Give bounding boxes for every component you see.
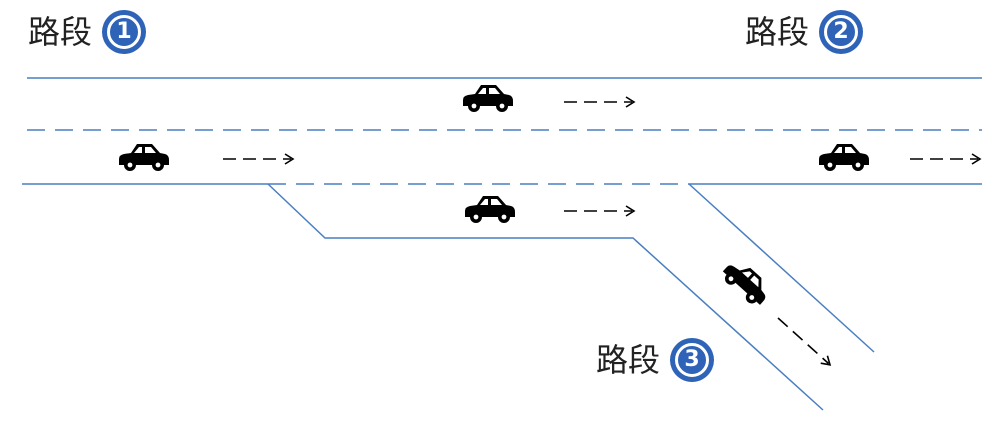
car-icon <box>463 85 513 112</box>
dashed-arrow-icon <box>222 153 294 165</box>
segment-label-text: 路段 <box>28 13 93 51</box>
circled-number-icon: 3 <box>670 338 715 382</box>
circled-number-icon: 2 <box>819 10 864 54</box>
segment-label-text: 路段 <box>745 13 810 51</box>
car-icon <box>119 144 169 171</box>
car-icon <box>718 255 775 310</box>
segment-label-3: 路段 3 <box>596 338 715 382</box>
auxiliary-lane-outer-edge <box>267 183 824 411</box>
segment-number: 3 <box>684 347 700 372</box>
segment-label-text: 路段 <box>596 341 661 379</box>
segment-number: 2 <box>833 19 849 44</box>
dashed-arrow-icon <box>563 96 635 108</box>
dashed-arrow-icon <box>563 205 635 217</box>
ramp-inner-edge <box>688 183 875 353</box>
dashed-arrow-icon <box>773 313 835 370</box>
segment-number: 1 <box>116 19 132 44</box>
car-icon <box>819 144 869 171</box>
segment-label-1: 路段 1 <box>28 10 147 54</box>
circled-number-icon: 1 <box>102 10 147 54</box>
segment-label-2: 路段 2 <box>745 10 864 54</box>
car-icon <box>465 196 515 223</box>
dashed-arrow-icon <box>909 153 981 165</box>
